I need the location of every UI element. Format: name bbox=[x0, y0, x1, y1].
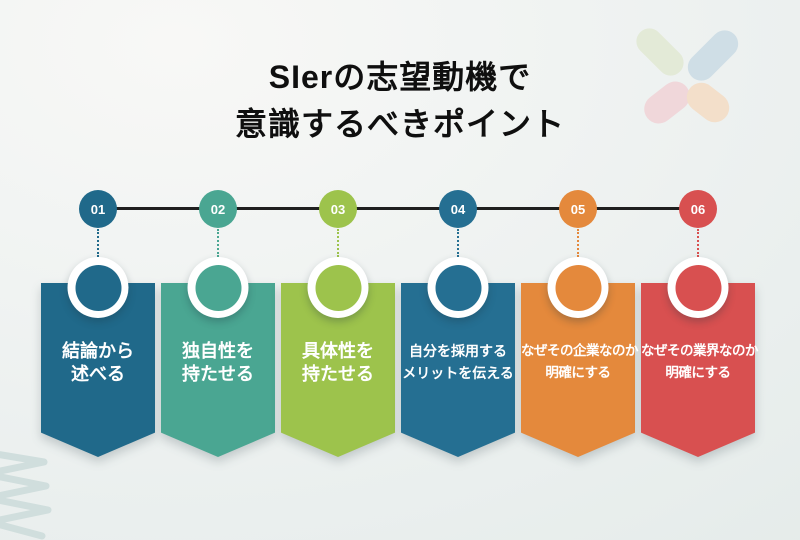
step-item: 03 具体性を 持たせる bbox=[281, 190, 395, 462]
step-label: 結論から 述べる bbox=[41, 340, 155, 386]
step-label-line1: 具体性を bbox=[302, 341, 374, 361]
step-number: 06 bbox=[690, 201, 706, 217]
step-circle-fill bbox=[195, 264, 241, 311]
dotted-connector-icon bbox=[577, 229, 579, 257]
step-item: 02 独自性を 持たせる bbox=[161, 190, 275, 462]
step-number: 01 bbox=[90, 201, 106, 217]
step-circle bbox=[667, 257, 729, 318]
step-circle-fill bbox=[75, 264, 121, 311]
dotted-connector-icon bbox=[337, 229, 339, 257]
step-item: 05 なぜその企業なのか 明確にする bbox=[521, 190, 639, 462]
step-circle-fill bbox=[435, 264, 481, 311]
step-number: 05 bbox=[570, 201, 586, 217]
step-number: 03 bbox=[330, 201, 346, 217]
dotted-connector-icon bbox=[97, 229, 99, 257]
step-label-line2: 明確にする bbox=[545, 365, 611, 380]
step-label: なぜその業界なのか 明確にする bbox=[641, 340, 759, 384]
step-item: 04 自分を採用する メリットを伝える bbox=[401, 190, 515, 462]
step-circle-fill bbox=[555, 264, 601, 311]
step-circle-fill bbox=[675, 264, 721, 311]
step-number: 04 bbox=[450, 201, 466, 217]
step-label-line2: 持たせる bbox=[302, 364, 374, 384]
step-label: 自分を採用する メリットを伝える bbox=[401, 340, 515, 384]
step-label-line2: 持たせる bbox=[182, 364, 254, 384]
step-label-line1: なぜその企業なのか bbox=[521, 343, 639, 358]
step-label-line2: 述べる bbox=[71, 364, 125, 384]
squiggle-path bbox=[0, 451, 52, 540]
step-label-line1: 自分を採用する bbox=[409, 343, 507, 359]
step-circle bbox=[547, 257, 609, 318]
step-label-line1: 独自性を bbox=[182, 341, 254, 361]
step-label-line2: 明確にする bbox=[665, 365, 731, 380]
step-label-line1: なぜその業界なのか bbox=[641, 343, 759, 358]
step-number-badge: 06 bbox=[679, 190, 717, 228]
step-circle-fill bbox=[315, 264, 361, 311]
step-number-badge: 01 bbox=[79, 190, 117, 228]
squiggle-decoration bbox=[0, 451, 52, 540]
step-label: なぜその企業なのか 明確にする bbox=[521, 340, 639, 384]
step-label: 独自性を 持たせる bbox=[161, 340, 275, 386]
step-label-line2: メリットを伝える bbox=[402, 365, 514, 381]
step-circle bbox=[67, 257, 129, 318]
timeline-line bbox=[98, 207, 698, 210]
step-number-badge: 03 bbox=[319, 190, 357, 228]
step-circle bbox=[307, 257, 369, 318]
step-label: 具体性を 持たせる bbox=[281, 340, 395, 386]
dotted-connector-icon bbox=[457, 229, 459, 257]
page-title-line1: SIerの志望動機で bbox=[268, 59, 532, 95]
page-title-line2: 意識するべきポイント bbox=[234, 106, 565, 142]
step-item: 01 結論から 述べる bbox=[41, 190, 155, 462]
dotted-connector-icon bbox=[217, 229, 219, 257]
page-title: SIerの志望動機で 意識するべきポイント bbox=[0, 54, 800, 148]
step-item: 06 なぜその業界なのか 明確にする bbox=[641, 190, 759, 462]
step-circle bbox=[187, 257, 249, 318]
dotted-connector-icon bbox=[697, 229, 699, 257]
step-circle bbox=[427, 257, 489, 318]
step-number: 02 bbox=[210, 201, 226, 217]
step-number-badge: 05 bbox=[559, 190, 597, 228]
step-label-line1: 結論から bbox=[62, 341, 134, 361]
step-number-badge: 02 bbox=[199, 190, 237, 228]
step-number-badge: 04 bbox=[439, 190, 477, 228]
